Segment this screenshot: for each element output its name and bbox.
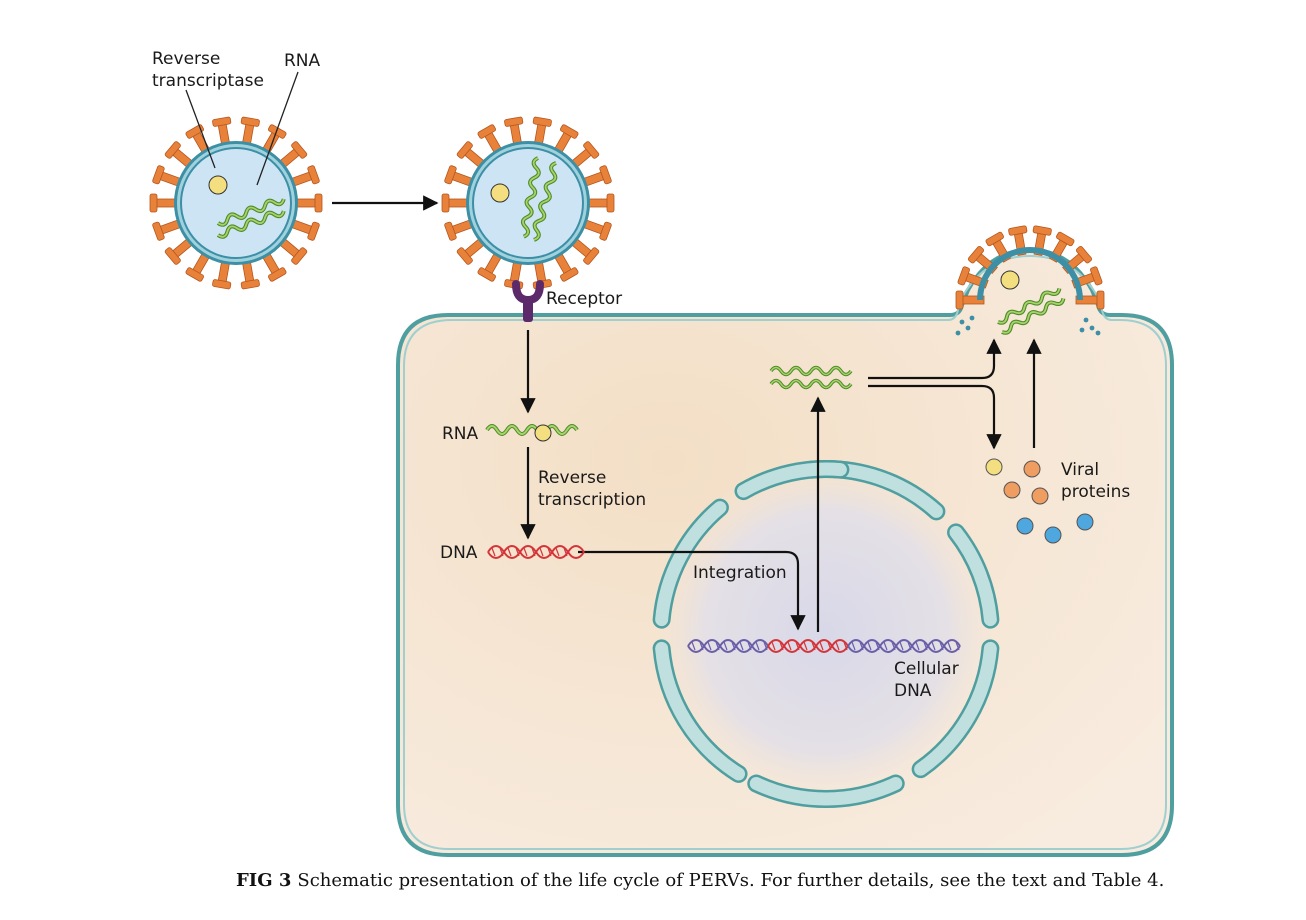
label-cellular-dna: Cellular DNA — [894, 659, 959, 701]
virus-particle-free — [149, 116, 323, 290]
rna-with-reverse-transcriptase — [485, 424, 579, 442]
label-rna: RNA — [442, 424, 479, 444]
label-dna: DNA — [440, 543, 478, 563]
receptor-icon — [512, 280, 544, 322]
viral-dna-helix — [487, 545, 585, 559]
arrow-integration — [578, 550, 806, 631]
nuclear-envelope — [652, 460, 1000, 808]
arrow-rna-to-budding — [868, 338, 1002, 380]
label-rna-top: RNA — [284, 51, 321, 71]
cellular-dna-helix — [687, 639, 961, 653]
label-viral-proteins: Viral proteins — [1061, 460, 1131, 502]
caption-text: Schematic presentation of the life cycle… — [297, 870, 1165, 891]
arrow-rna-to-translation — [868, 384, 1002, 450]
label-reverse-transcriptase: Reverse transcriptase — [152, 49, 264, 91]
label-receptor: Receptor — [546, 289, 623, 309]
transcribed-rna — [769, 365, 853, 390]
leader-reverse-transcriptase — [185, 89, 216, 169]
nucleus — [654, 460, 998, 804]
figure-number: FIG 3 — [236, 870, 292, 891]
viral-proteins — [985, 458, 1094, 544]
budding-virus — [955, 225, 1105, 336]
leader-rna — [256, 71, 299, 186]
virus-particle-attached — [441, 116, 615, 290]
label-reverse-transcription: Reverse transcription — [538, 468, 647, 510]
label-integration: Integration — [693, 563, 787, 583]
